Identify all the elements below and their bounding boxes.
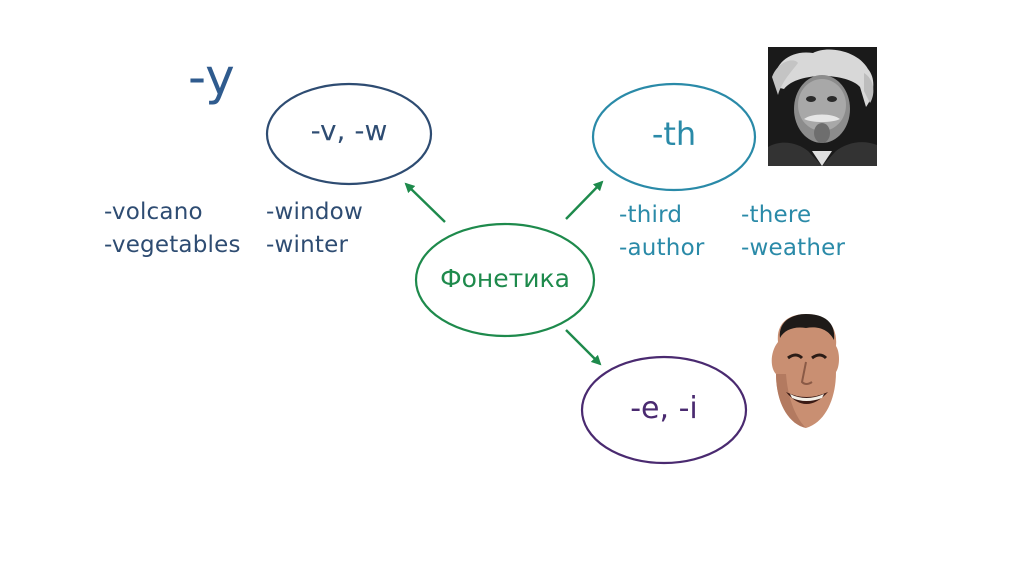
example-word: -window	[266, 199, 363, 225]
example-word: -vegetables	[104, 232, 241, 258]
node-th-ellipse	[591, 82, 757, 192]
center-node-ellipse	[414, 222, 596, 338]
example-word: -there	[741, 202, 812, 228]
example-word: -winter	[266, 232, 349, 258]
node-vw-label: -v, -w	[310, 114, 388, 147]
arrow-to-ei	[565, 329, 602, 366]
tongue-out-portrait-photo	[768, 47, 877, 166]
example-word: -author	[619, 235, 705, 261]
node-vw-ellipse	[265, 82, 433, 186]
center-node-label: Фонетика	[440, 264, 570, 293]
node-ei-label: -e, -i	[630, 391, 698, 426]
corner-label: -y	[188, 48, 235, 106]
arrow-to-vw	[404, 182, 446, 223]
example-word: -volcano	[104, 199, 203, 225]
arrow-to-th	[565, 180, 604, 220]
node-th-label: -th	[651, 115, 697, 153]
node-ei-ellipse	[580, 355, 748, 465]
example-word: -weather	[741, 235, 846, 261]
example-word: -third	[619, 202, 683, 228]
grinning-face-photo	[771, 314, 839, 428]
